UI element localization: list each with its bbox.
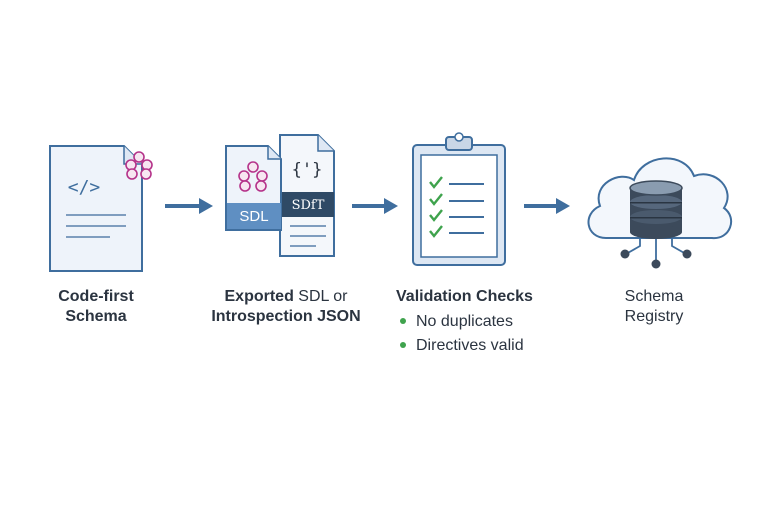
clipboard-checklist-icon xyxy=(412,132,506,266)
step-label-code-first: Code-first Schema xyxy=(58,288,134,325)
cloud-database-icon xyxy=(587,157,733,269)
list-item: Directives valid xyxy=(398,335,524,359)
check-marks-icon xyxy=(429,176,443,238)
step-label-registry: Schema Registry xyxy=(624,288,684,325)
json-braces-text: {'} xyxy=(292,160,323,180)
label-sdl-or: SDL or xyxy=(298,288,348,305)
label-exported-word: Exported xyxy=(224,288,294,305)
code-file-icon: </> xyxy=(49,145,153,272)
sdl-dark-badge-text: SDfT xyxy=(292,198,325,213)
graphql-graph-icon xyxy=(125,151,153,180)
label-introspection: Introspection JSON xyxy=(211,308,361,325)
code-tag-text: </> xyxy=(68,177,101,198)
database-icon xyxy=(629,180,683,239)
step-label-exported: Exported SDL or Introspection JSON xyxy=(186,287,386,327)
bullet-icon xyxy=(400,317,406,324)
graphql-graph-icon xyxy=(238,161,268,192)
step-label-validation: Validation Checks xyxy=(396,288,533,305)
validation-checks-list: No duplicates Directives valid xyxy=(398,311,524,359)
exported-docs-icon: {'} SDfT SDL xyxy=(225,134,335,257)
arrow-1-icon xyxy=(165,198,213,214)
sdl-badge-text: SDL xyxy=(239,208,268,225)
list-item: No duplicates xyxy=(398,311,524,335)
arrow-2-icon xyxy=(352,198,398,214)
arrow-3-icon xyxy=(524,198,570,214)
bullet-icon xyxy=(400,341,406,348)
